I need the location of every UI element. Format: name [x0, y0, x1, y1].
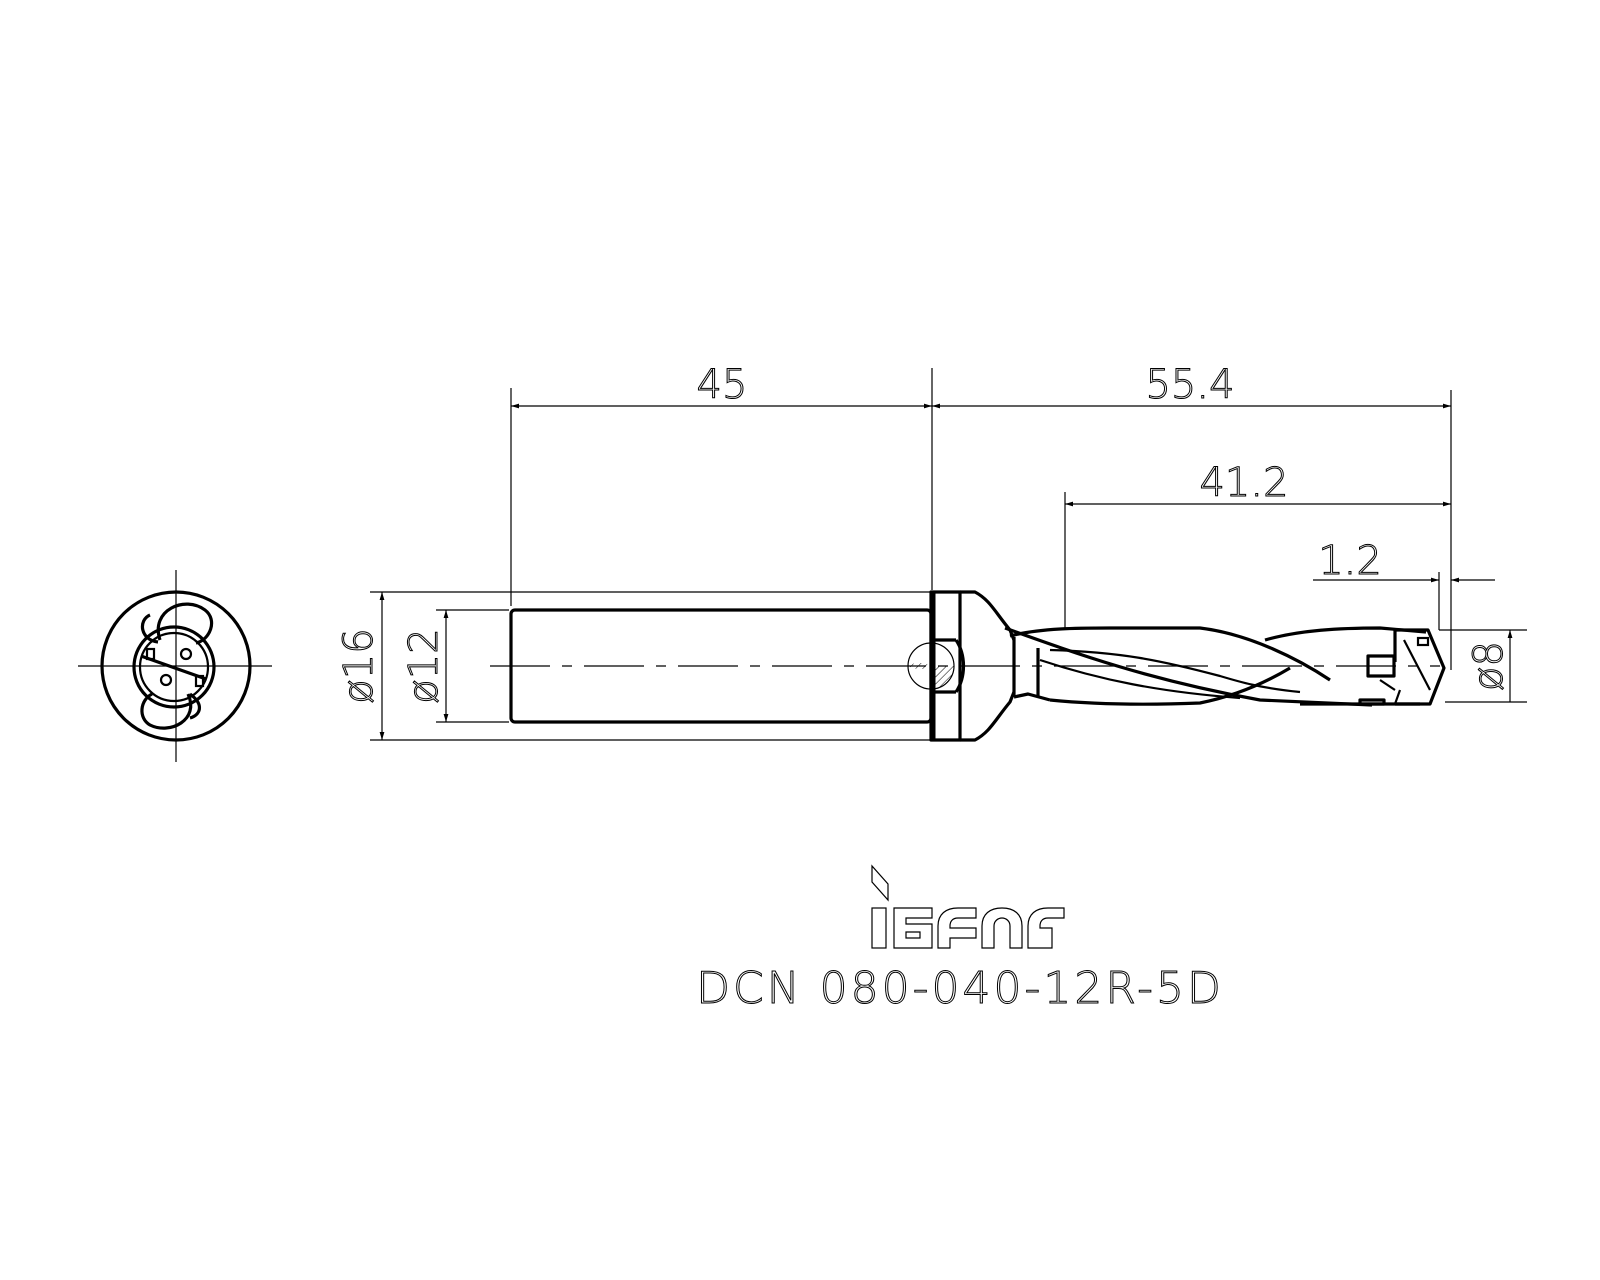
dim-label-dia-12: ø12	[401, 628, 447, 703]
end-view-screw-slot-2	[194, 674, 205, 688]
end-view-screw-1	[179, 647, 193, 661]
dim-label-45: 45	[697, 362, 748, 408]
flute-edge-1	[1009, 626, 1331, 682]
chip-pocket	[1358, 698, 1386, 706]
insert-screw	[1416, 636, 1430, 647]
flute-edge-3	[1049, 666, 1291, 706]
coolant-hole	[907, 642, 955, 690]
flute-line-2	[1039, 658, 1241, 700]
body-top-edge	[1264, 626, 1427, 642]
end-view-insert-bottom-right	[188, 692, 201, 720]
end-view-core-circle	[138, 631, 210, 703]
drill-tip	[1358, 628, 1446, 706]
end-view-insert-top-left	[140, 613, 159, 644]
dim-label-dia-8: ø8	[1466, 641, 1512, 691]
dim-label-dia-16: ø16	[336, 628, 382, 703]
end-view	[78, 570, 272, 762]
logo-diamond	[871, 864, 889, 902]
end-view-screw-slot-1	[145, 647, 156, 661]
dim-label-41-2: 41.2	[1199, 460, 1288, 506]
end-view-insert-bottom	[140, 692, 193, 730]
neck	[960, 590, 1051, 742]
end-view-inner-circle	[132, 625, 216, 709]
iscar-logo	[871, 864, 1065, 949]
end-view-screw-2	[159, 673, 173, 687]
end-view-insert-top	[156, 602, 214, 645]
tip-outline	[1395, 628, 1446, 706]
flange	[907, 590, 966, 742]
insert-pocket	[1366, 654, 1396, 678]
dim-label-1-2: 1.2	[1318, 538, 1382, 584]
dim-label-55-4: 55.4	[1145, 362, 1234, 408]
dimensions: 45 55.4 41.2 1.2 ø16 ø12 ø8	[336, 362, 1527, 741]
part-number: DCN 080-040-12R-5D	[696, 963, 1224, 1014]
flute-line-1	[1049, 648, 1301, 694]
end-view-outer-circle	[100, 590, 252, 742]
